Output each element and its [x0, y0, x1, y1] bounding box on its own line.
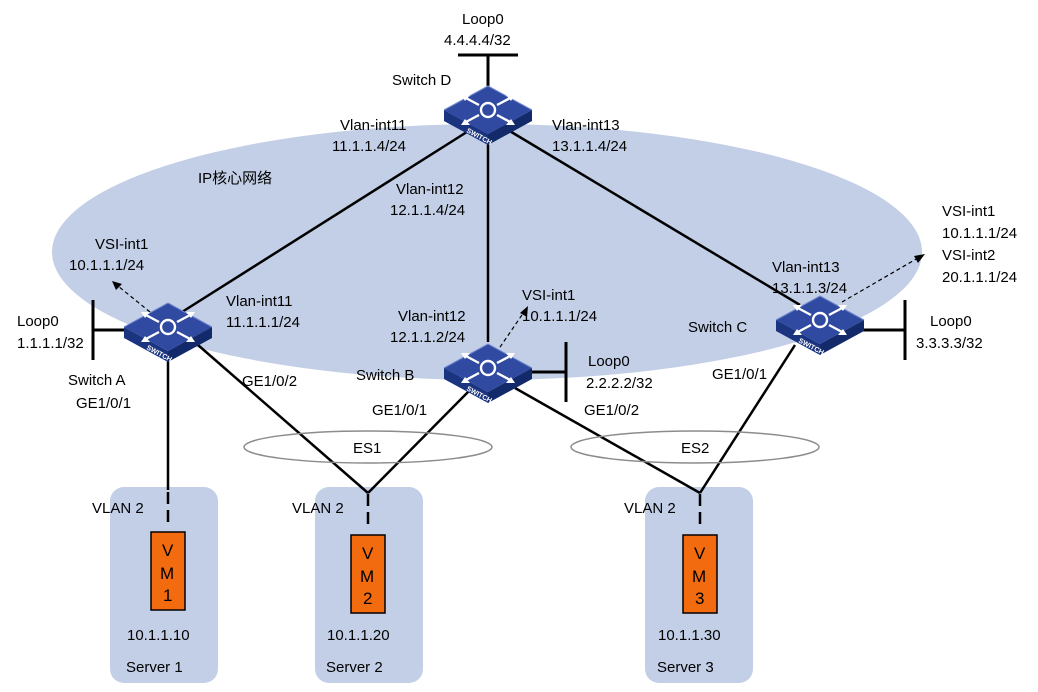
link-d-a	[181, 128, 471, 314]
switch-b-port2: GE1/0/2	[584, 402, 639, 419]
vm-2-n: 2	[363, 589, 372, 608]
server-3-ip: 10.1.1.30	[658, 627, 721, 644]
server-3-vlan: VLAN 2	[624, 500, 676, 517]
vm-1-m: M	[160, 564, 174, 583]
server-1-vlan: VLAN 2	[92, 500, 144, 517]
switch-c-vsi1-name: VSI-int1	[942, 203, 995, 220]
vm-2-m: M	[360, 567, 374, 586]
server-1-name: Server 1	[126, 659, 183, 676]
switch-b-port1: GE1/0/1	[372, 402, 427, 419]
es1-ring	[243, 430, 493, 464]
switch-c-name: Switch C	[688, 319, 747, 336]
es2-label: ES2	[681, 440, 709, 457]
switch-b-loop-ip: 2.2.2.2/32	[586, 375, 653, 392]
switch-b-name: Switch B	[356, 367, 414, 384]
switch-c-vsi1-ip: 10.1.1.1/24	[942, 225, 1017, 242]
es2-ring	[570, 430, 820, 464]
switch-d-vlan11-name: Vlan-int11	[340, 117, 406, 134]
switch-d-loop-name: Loop0	[462, 11, 504, 28]
switch-d-vlan13-ip: 13.1.1.4/24	[552, 138, 627, 155]
switch-b-vsi-ip: 10.1.1.1/24	[522, 308, 597, 325]
switch-b-loop-name: Loop0	[588, 353, 630, 370]
switch-a-port1: GE1/0/1	[76, 395, 131, 412]
switch-c-port1: GE1/0/1	[712, 366, 767, 383]
vm-3-m: M	[692, 567, 706, 586]
vm-3-v: V	[694, 544, 706, 563]
switch-b-vsi-name: VSI-int1	[522, 287, 575, 304]
switch-b-vlan-name: Vlan-int12	[398, 308, 466, 325]
switch-c-vsi2-ip: 20.1.1.1/24	[942, 269, 1017, 286]
server-3-name: Server 3	[657, 659, 714, 676]
switch-c-vsi2-name: VSI-int2	[942, 247, 995, 264]
switch-c-loop-ip: 3.3.3.3/32	[916, 335, 983, 352]
switch-a-loop-name: Loop0	[17, 313, 59, 330]
vm-2-block[interactable]	[350, 534, 386, 614]
link-d-c	[507, 128, 801, 307]
es1-label: ES1	[353, 440, 381, 457]
vm-1-block[interactable]	[150, 531, 186, 611]
switch-d-name: Switch D	[392, 72, 451, 89]
switch-c-vsi-arrow	[841, 254, 925, 303]
vm-2-v: V	[362, 544, 374, 563]
server-1-ip: 10.1.1.10	[127, 627, 190, 644]
switch-b-vsi-arrow	[495, 306, 528, 354]
switch-a-vlan-ip: 11.1.1.1/24	[226, 314, 300, 331]
switch-a-loop-ip: 1.1.1.1/32	[17, 335, 84, 352]
switch-d-vlan11-ip: 11.1.1.4/24	[332, 138, 406, 155]
server-2-vlan: VLAN 2	[292, 500, 344, 517]
switch-b-vlan-ip: 12.1.1.2/24	[390, 329, 465, 346]
server-2-name: Server 2	[326, 659, 383, 676]
link-b-server3	[514, 386, 701, 495]
switch-c-vlan-ip: 13.1.1.3/24	[772, 280, 847, 297]
link-b-server2	[367, 389, 471, 494]
switch-c-vlan-name: Vlan-int13	[772, 259, 840, 276]
link-c-server3	[698, 344, 797, 494]
server-2-ip: 10.1.1.20	[327, 627, 390, 644]
switch-a-vsi-ip: 10.1.1.1/24	[69, 257, 144, 274]
switch-d-vlan12-ip: 12.1.1.4/24	[390, 202, 465, 219]
switch-a-name: Switch A	[68, 372, 126, 389]
switch-c-loop-name: Loop0	[930, 313, 972, 330]
vm-3-block[interactable]	[682, 534, 718, 614]
vm-1-v: V	[162, 541, 174, 560]
switch-d-vlan13-name: Vlan-int13	[552, 117, 620, 134]
link-a-server2	[197, 344, 369, 494]
switch-d-vlan12-name: Vlan-int12	[396, 181, 464, 198]
switch-a-vsi-name: VSI-int1	[95, 236, 148, 253]
vm-3-n: 3	[695, 589, 704, 608]
switch-d-loop-ip: 4.4.4.4/32	[444, 32, 511, 49]
switch-a-vsi-arrow	[112, 281, 151, 313]
switch-a-port2: GE1/0/2	[242, 373, 297, 390]
ip-core-network-label: IP核心网络	[198, 170, 272, 187]
vm-1-n: 1	[163, 586, 172, 605]
switch-a-vlan-name: Vlan-int11	[226, 293, 292, 310]
